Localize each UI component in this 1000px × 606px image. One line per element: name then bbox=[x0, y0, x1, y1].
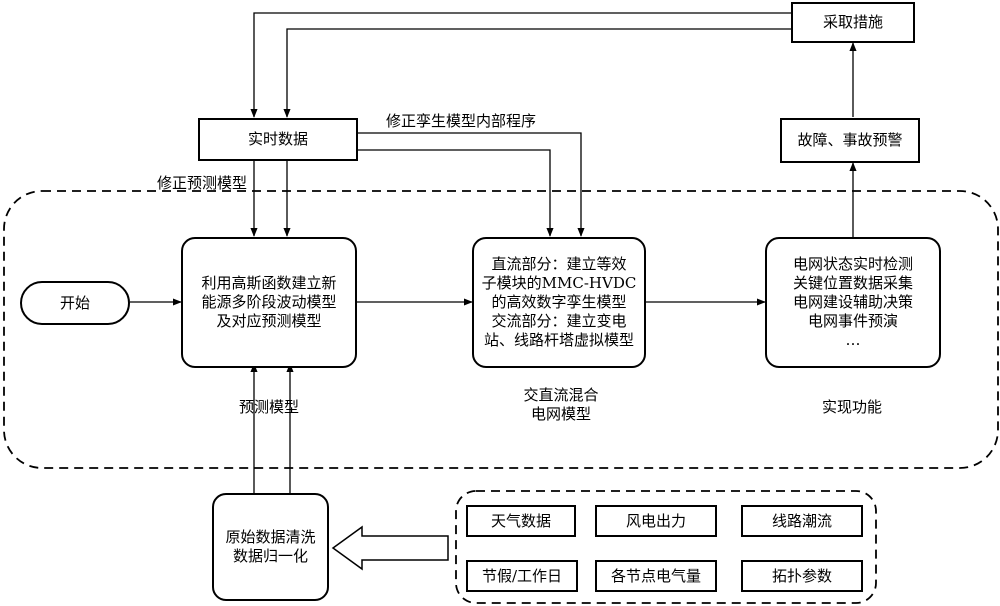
data-cleaning-box: 原始数据清洗 数据归一化 bbox=[212, 493, 329, 601]
warning-box: 故障、事故预警 bbox=[780, 118, 920, 163]
warning-label: 故障、事故预警 bbox=[797, 131, 903, 149]
hybrid-line: 的高效数字孪生模型 bbox=[491, 293, 627, 311]
source-label: 天气数据 bbox=[490, 511, 551, 530]
region-label-predict: 预测模型 bbox=[239, 398, 300, 416]
function-line: … bbox=[845, 331, 861, 349]
source-label: 拓扑参数 bbox=[771, 566, 832, 585]
hybrid-line: 站、线路杆塔虚拟模型 bbox=[483, 331, 634, 349]
source-label: 风电出力 bbox=[625, 511, 686, 530]
realtime-data-label: 实时数据 bbox=[247, 130, 308, 148]
function-line: 关键位置数据采集 bbox=[792, 274, 913, 292]
hollow-arrow-sources-to-clean bbox=[331, 525, 449, 571]
function-box: 电网状态实时检测 关键位置数据采集 电网建设辅助决策 电网事件预演 … bbox=[765, 237, 941, 368]
region-hybrid-line: 电网模型 bbox=[530, 405, 591, 423]
start-node: 开始 bbox=[20, 281, 130, 325]
data-source-region-border bbox=[455, 490, 877, 604]
model-region-border bbox=[3, 190, 999, 469]
hybrid-line: 交流部分：建立变电 bbox=[491, 312, 627, 330]
predict-model-box: 利用高斯函数建立新 能源多阶段波动模型 及对应预测模型 bbox=[181, 237, 357, 368]
arrow-realtime-to-hybrid-outer bbox=[358, 132, 585, 237]
predict-line: 及对应预测模型 bbox=[216, 312, 322, 330]
source-node-electric-box: 各节点电气量 bbox=[595, 560, 717, 592]
source-topology-box: 拓扑参数 bbox=[741, 560, 863, 592]
arrow-measures-to-realtime-inner bbox=[283, 28, 792, 118]
start-label: 开始 bbox=[59, 293, 90, 312]
arrow-realtime-to-hybrid-inner bbox=[358, 149, 554, 237]
function-line: 电网状态实时检测 bbox=[792, 255, 913, 273]
measures-label: 采取措施 bbox=[822, 13, 883, 31]
hybrid-grid-model-box: 直流部分：建立等效 子模块的MMC-HVDC 的高效数字孪生模型 交流部分：建立… bbox=[472, 237, 646, 368]
realtime-data-box: 实时数据 bbox=[198, 118, 358, 161]
edge-label-fix-predict: 修正预测模型 bbox=[157, 174, 248, 192]
hybrid-line: 子模块的MMC-HVDC bbox=[481, 274, 637, 292]
measures-box: 采取措施 bbox=[791, 2, 915, 43]
source-weather-box: 天气数据 bbox=[466, 505, 576, 537]
region-label-hybrid: 交直流混合 电网模型 bbox=[506, 386, 616, 424]
region-label-functions: 实现功能 bbox=[822, 398, 883, 416]
source-wind-power-box: 风电出力 bbox=[595, 505, 717, 537]
predict-line: 能源多阶段波动模型 bbox=[201, 293, 337, 311]
arrow-measures-to-realtime-outer bbox=[250, 12, 792, 118]
predict-line: 利用高斯函数建立新 bbox=[201, 274, 337, 292]
region-hybrid-line: 交直流混合 bbox=[523, 386, 599, 404]
clean-line: 原始数据清洗 bbox=[225, 528, 316, 546]
function-line: 电网建设辅助决策 bbox=[792, 293, 913, 311]
hybrid-line: 直流部分：建立等效 bbox=[491, 255, 627, 273]
source-line-flow-box: 线路潮流 bbox=[741, 505, 863, 537]
edge-label-fix-twin: 修正孪生模型内部程序 bbox=[386, 112, 537, 130]
source-label: 各节点电气量 bbox=[610, 566, 701, 585]
source-label: 节假/工作日 bbox=[481, 566, 563, 585]
clean-line: 数据归一化 bbox=[232, 547, 308, 565]
function-line: 电网事件预演 bbox=[807, 312, 898, 330]
source-label: 线路潮流 bbox=[771, 511, 832, 530]
source-holiday-box: 节假/工作日 bbox=[466, 560, 578, 592]
